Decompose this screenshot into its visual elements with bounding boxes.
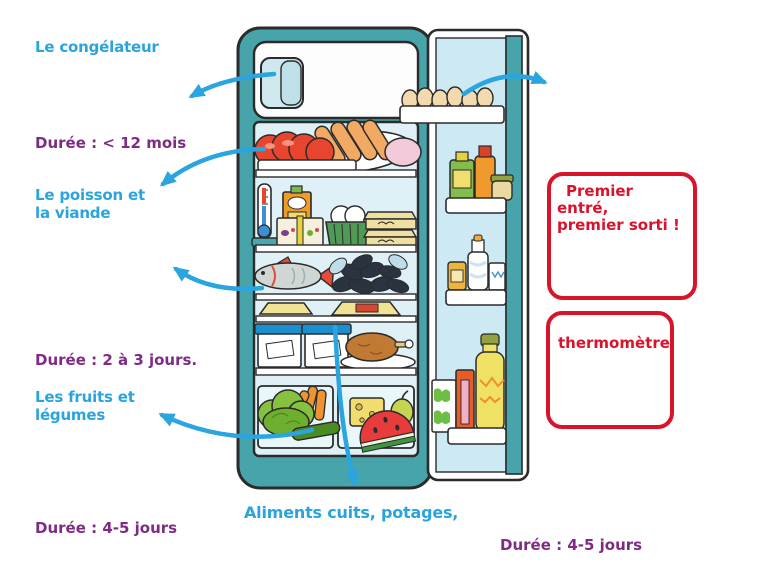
label-fish-meat: Le poisson et la viande (35, 186, 145, 222)
ice-tray-icon (260, 57, 304, 109)
fifo-line2: premier sorti ! (557, 216, 680, 234)
butter-packs-icon (258, 301, 402, 316)
fish-shelf (254, 254, 417, 323)
annotation-arrows (158, 71, 548, 487)
label-fruits-duration: Durée : 4-5 jours (35, 519, 178, 537)
arrow-to-fruits-label (158, 412, 315, 440)
shelf-bar (255, 315, 417, 323)
fifo-line1: Premier entré, (557, 182, 633, 217)
freezer-compartment (252, 40, 420, 120)
meat-shelf (254, 119, 422, 178)
label-fruits-vegetables: Les fruits et légumes (35, 388, 135, 424)
yogurt-pots-icon (276, 215, 324, 247)
label-fish-meat-line1: Le poisson et (35, 186, 145, 204)
label-freezer: Le congélateur (35, 38, 159, 56)
thermometer-text: thermomètre (558, 334, 670, 352)
label-freezer-duration: Durée : < 12 mois (35, 134, 187, 152)
label-fruits-line2: légumes (35, 406, 106, 424)
cold-cuts-icon (254, 131, 357, 172)
arrow-to-meat-label (159, 146, 267, 187)
door-bottom-shelf (431, 333, 507, 445)
label-cooked-foods: Aliments cuits, potages, (244, 503, 459, 522)
watermelon-icon (359, 410, 417, 453)
shelf-bar (255, 169, 417, 178)
egg-cartons-icon (362, 211, 418, 247)
arrow-to-freezer (188, 71, 277, 99)
egg-basket-icon (325, 205, 371, 247)
shelf-bar (255, 244, 417, 253)
arrow-to-cooked-label (332, 324, 359, 487)
dairy-shelf (251, 183, 418, 253)
roast-chicken-icon (340, 332, 416, 371)
label-fish-meat-duration: Durée : 2 à 3 jours. (35, 351, 198, 369)
door-condiment-shelf (445, 145, 514, 214)
fridge-door (399, 28, 530, 482)
thermometer-icon (251, 183, 279, 247)
crisper-drawers (257, 385, 417, 453)
arrow-from-eggs (461, 71, 548, 97)
door-egg-tray (399, 86, 505, 124)
mussels-icon (328, 254, 410, 294)
ham-icon (384, 137, 422, 167)
note-thermometer: thermomètre (546, 311, 674, 429)
arrow-to-fish-label (172, 266, 265, 292)
note-first-in-first-out: Premier entré, premier sorti ! (547, 172, 697, 300)
label-fish-meat-line2: la viande (35, 204, 111, 222)
label-fruits-line1: Les fruits et (35, 388, 135, 406)
shelf-bar (255, 293, 417, 301)
label-cooked-duration: Durée : 4-5 jours (500, 536, 643, 554)
door-milk-shelf (445, 234, 507, 306)
lettuce-icon (257, 389, 315, 437)
